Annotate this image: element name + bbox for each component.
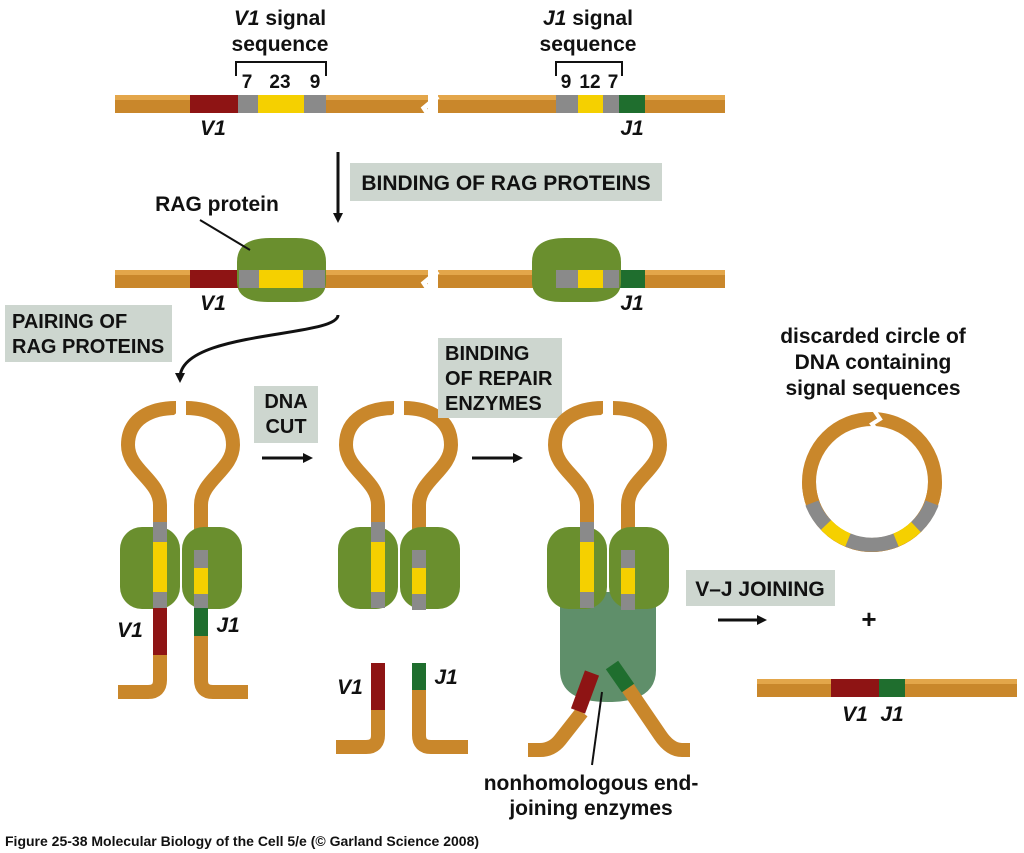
rag-bound-dna [115, 261, 725, 297]
germline-dna [115, 86, 725, 122]
j1-segment [619, 270, 645, 288]
step-pairing-line2: RAG PROTEINS [12, 336, 164, 358]
rag-protein-j [532, 238, 621, 302]
j1-sequence-label: sequence [540, 33, 637, 56]
nhej-label-line1: nonhomologous end- [484, 772, 699, 795]
j1-signal-bracket [555, 61, 623, 76]
heptamer [603, 95, 619, 113]
j1-signal-label: J1 signal [543, 7, 633, 30]
v1-signal-label: V1 signal [234, 7, 326, 30]
figure-caption: Figure 25-38 Molecular Biology of the Ce… [5, 833, 479, 849]
nonamer [304, 95, 326, 113]
plus-sign: + [861, 604, 876, 634]
spacer-12 [578, 95, 603, 113]
v1-segment [190, 270, 238, 288]
step-box-vj-joining [686, 570, 835, 606]
repair-complex [528, 400, 690, 757]
rag-pointer-line [199, 219, 251, 251]
v1-label-joined: V1 [842, 703, 868, 726]
j1-label-row2: J1 [620, 292, 643, 315]
break-mark [420, 86, 440, 122]
j1-label-panel2: J1 [434, 666, 457, 689]
rag-protein-v [237, 238, 326, 302]
step-dna-cut-line2: CUT [265, 416, 306, 438]
step-pairing-line1: PAIRING OF [12, 311, 127, 333]
discarded-label-line1: discarded circle of [780, 325, 967, 348]
cut-coding-ends [336, 663, 468, 754]
cut-complex [338, 400, 460, 610]
v1-label-panel2: V1 [337, 676, 363, 699]
nonamer-9-label: 9 [310, 72, 321, 93]
step-box-dna-cut [254, 386, 318, 443]
discarded-label-line3: signal sequences [785, 377, 960, 400]
v1-sequence-label: sequence [232, 33, 329, 56]
j1-label-joined: J1 [880, 703, 903, 726]
nonamer [556, 95, 578, 113]
rag-protein-label: RAG protein [155, 193, 279, 216]
step-box-repair [438, 338, 562, 418]
j1-label-panel1: J1 [216, 614, 239, 637]
nhej-pointer-line [591, 691, 603, 766]
nhej-label-line2: joining enzymes [508, 797, 672, 820]
v1-segment [190, 95, 238, 113]
step-vj-joining: V–J JOINING [695, 578, 825, 601]
break-mark [420, 261, 440, 297]
joined-dna [757, 679, 1017, 697]
j1-label: J1 [620, 117, 643, 140]
step-box-pairing [5, 305, 172, 362]
step-dna-cut-line1: DNA [264, 391, 307, 413]
step-repair-line3: ENZYMES [445, 393, 542, 415]
nonamer-9-label-j: 9 [561, 72, 572, 93]
spacer-12-label: 12 [579, 72, 600, 93]
step-binding-rag: BINDING OF RAG PROTEINS [361, 172, 650, 195]
heptamer-7-label: 7 [242, 72, 253, 93]
heptamer [238, 95, 258, 113]
discarded-label-line2: DNA containing [795, 351, 952, 374]
v1-signal-bracket [235, 61, 327, 76]
v1-label-panel1: V1 [117, 619, 143, 642]
discarded-signal-circle [802, 408, 942, 552]
spacer-23-label: 23 [269, 72, 290, 93]
v1-label-row2: V1 [200, 292, 226, 315]
heptamer-7-label-j: 7 [608, 72, 619, 93]
j1-segment [619, 95, 645, 113]
step-repair-line2: OF REPAIR [445, 368, 553, 390]
step-repair-line1: BINDING [445, 343, 529, 365]
v1-label: V1 [200, 117, 226, 140]
step-box-binding-rag [350, 163, 662, 201]
paired-complex [118, 400, 248, 699]
spacer-23 [258, 95, 304, 113]
pairing-arrow [175, 314, 340, 383]
